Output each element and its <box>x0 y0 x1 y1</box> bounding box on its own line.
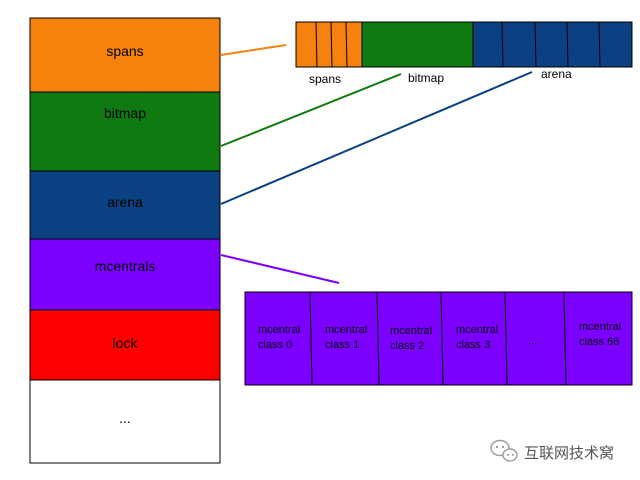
watermark: 互联网技术窝 <box>490 439 614 462</box>
stack-block-bitmap <box>29 91 221 172</box>
strip-arena-divider <box>501 21 504 68</box>
stack-label-more: ... <box>119 410 131 426</box>
strip-spans-region <box>295 21 363 68</box>
mcentral-cell-line1: mcentral <box>390 325 432 337</box>
stack-block-spans <box>29 17 221 93</box>
mcentral-cell-line2: class 66 <box>579 336 619 348</box>
wechat-icon <box>490 439 518 462</box>
connectors <box>220 44 533 284</box>
stack-label-mcentrals: mcentrals <box>95 258 156 274</box>
stack-label-arena: arena <box>107 194 143 210</box>
connector-mcentrals <box>220 254 340 284</box>
mcentral-row: mcentral class 0 mcentral class 1 mcentr… <box>244 291 633 386</box>
connector-arena <box>220 71 533 205</box>
mcentral-cell-line2: class 3 <box>456 339 490 351</box>
mcentral-divider <box>504 291 508 386</box>
strip-spans-divider <box>345 21 348 68</box>
connector-spans <box>220 44 287 56</box>
strip-label-arena: arena <box>541 67 572 81</box>
arena-layout-strip: spans bitmap arena <box>295 21 633 86</box>
strip-label-bitmap: bitmap <box>408 71 444 85</box>
mcentral-cell-line2: class 0 <box>258 339 292 351</box>
mcentral-divider <box>440 291 444 386</box>
mcentral-cell-line1: mcentral <box>456 324 498 336</box>
mcentral-cell-line2: class 2 <box>390 340 424 352</box>
stack-block-lock <box>29 309 221 381</box>
strip-spans-divider <box>330 21 333 68</box>
mcentral-cell-line1: mcentral <box>258 324 300 336</box>
strip-bitmap-region <box>361 21 474 68</box>
watermark-text: 互联网技术窝 <box>524 444 614 462</box>
strip-arena-divider <box>534 21 537 68</box>
mcentral-cell-line1: mcentral <box>579 321 621 333</box>
mcentral-divider <box>309 291 313 386</box>
mcentral-divider <box>376 291 380 386</box>
stack-block-more <box>29 379 221 464</box>
stack-label-spans: spans <box>106 43 143 59</box>
mcentral-cell-line1: ... <box>528 335 537 347</box>
stack-block-mcentrals <box>29 238 221 311</box>
connector-bitmap <box>220 73 402 147</box>
mcentral-cell-line2: class 1 <box>325 339 359 351</box>
stack-label-bitmap: bitmap <box>104 105 146 121</box>
mcentral-row-box <box>244 291 633 386</box>
stack-label-lock: lock <box>113 335 139 351</box>
strip-label-spans: spans <box>309 72 341 86</box>
stack-block-arena <box>29 170 221 240</box>
strip-arena-divider <box>566 21 569 68</box>
mcentral-divider <box>563 291 567 386</box>
mcentral-cell-line1: mcentral <box>325 324 367 336</box>
strip-spans-divider <box>315 21 318 68</box>
strip-arena-divider <box>598 21 601 68</box>
mheap-stack: spans bitmap arena mcentrals lock ... <box>29 17 221 464</box>
strip-arena-region <box>472 21 633 68</box>
